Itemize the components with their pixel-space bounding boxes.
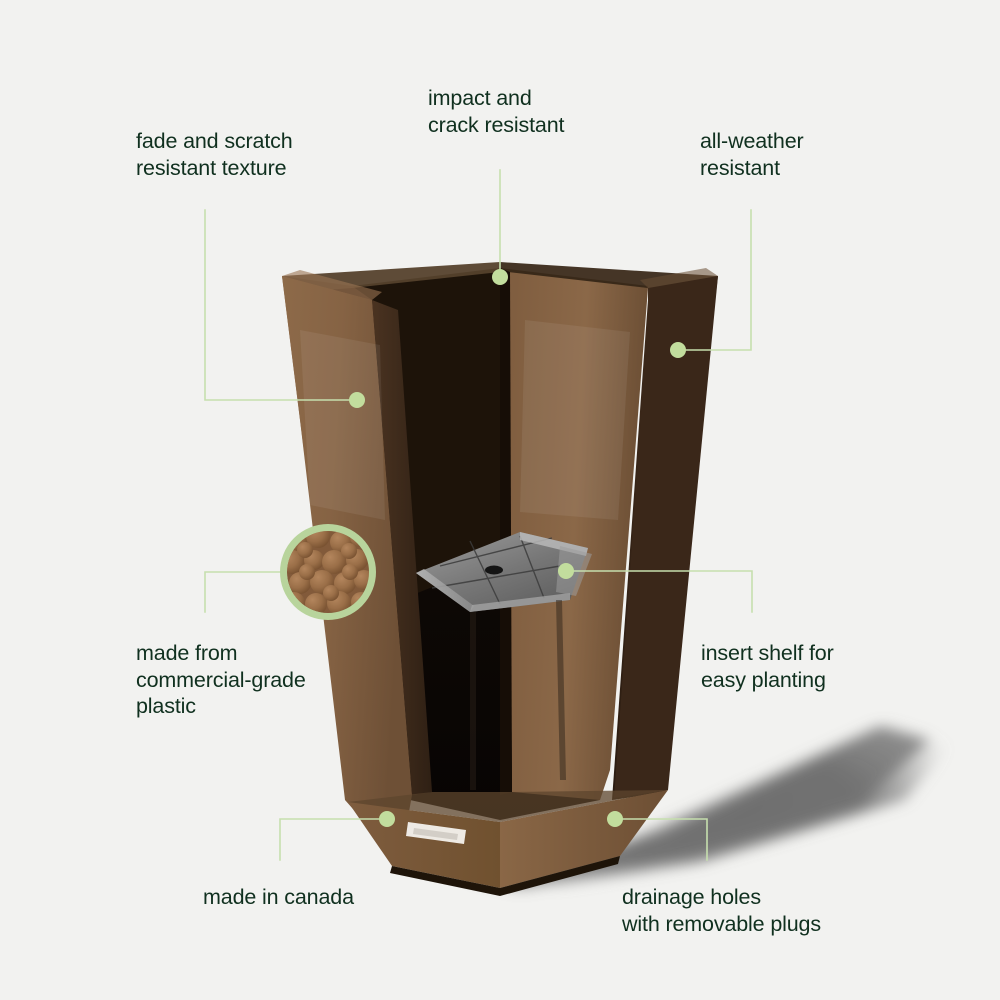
- center-seam: [500, 268, 512, 795]
- dot-insert-shelf: [558, 563, 574, 579]
- leader-fade-scratch: [204, 209, 358, 401]
- surface-texture: [300, 320, 630, 520]
- inset-ring: [280, 524, 376, 620]
- leader-all-weather: [677, 209, 752, 351]
- base-front-right: [500, 790, 668, 888]
- rim-edge-left: [282, 270, 382, 300]
- corner-rib-left: [372, 300, 432, 795]
- dot-fade-scratch: [349, 392, 365, 408]
- face-right-main: [614, 276, 718, 798]
- clay-pellets: [287, 531, 369, 613]
- cast-shadow: [470, 716, 960, 888]
- leader-made-in-canada: [279, 818, 388, 861]
- rim-edge-right: [640, 268, 718, 288]
- callout-label-made-in-canada: made in canada: [203, 885, 354, 909]
- callout-label-impact-crack: impact and crack resistant: [428, 86, 565, 137]
- callout-label-commercial-grade-plastic: made from commercial-grade plastic: [136, 641, 306, 719]
- dot-drainage-holes: [607, 811, 623, 827]
- base-bottom-edge: [390, 856, 620, 896]
- callout-label-drainage-holes: drainage holes with removable plugs: [622, 885, 821, 936]
- base-top-chamfer: [348, 790, 668, 822]
- clay-pellet-inset: [280, 524, 376, 620]
- callout-leaders: [204, 169, 753, 861]
- callout-label-all-weather: all-weather resistant: [700, 129, 804, 180]
- leader-drainage-holes: [614, 818, 708, 861]
- face-front-right: [508, 272, 648, 800]
- callout-label-insert-shelf: insert shelf for easy planting: [701, 641, 834, 692]
- leader-commercial-grade: [204, 571, 284, 613]
- leader-insert-shelf: [565, 570, 753, 613]
- callout-dots: [349, 269, 686, 827]
- dot-all-weather: [670, 342, 686, 358]
- insert-shelf: [416, 532, 592, 612]
- callout-label-fade-scratch: fade and scratch resistant texture: [136, 129, 293, 180]
- dot-made-in-canada: [379, 811, 395, 827]
- inner-liner: [470, 600, 566, 790]
- dot-impact-crack: [492, 269, 508, 285]
- brand-sticker: [406, 822, 466, 844]
